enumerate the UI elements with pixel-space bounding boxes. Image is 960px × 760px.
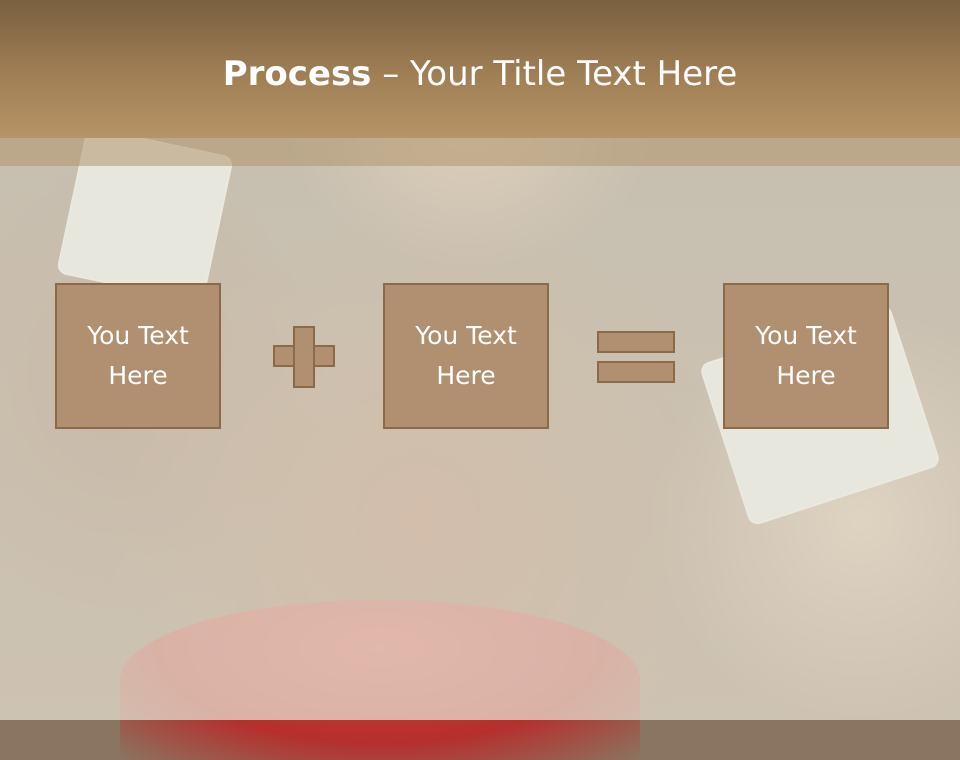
title-bar-strip [0,138,960,166]
process-box-3-text: You Text Here [755,321,857,390]
title-bold: Process [222,54,372,94]
slide-title[interactable]: Process – Your Title Text Here [0,52,960,96]
title-bar [0,0,960,138]
process-box-3[interactable]: You Text Here [723,283,889,429]
title-rest: – Your Title Text Here [371,54,738,94]
process-box-1[interactable]: You Text Here [55,283,221,429]
process-box-1-text: You Text Here [87,321,189,390]
process-box-2[interactable]: You Text Here [383,283,549,429]
process-box-2-text: You Text Here [415,321,517,390]
